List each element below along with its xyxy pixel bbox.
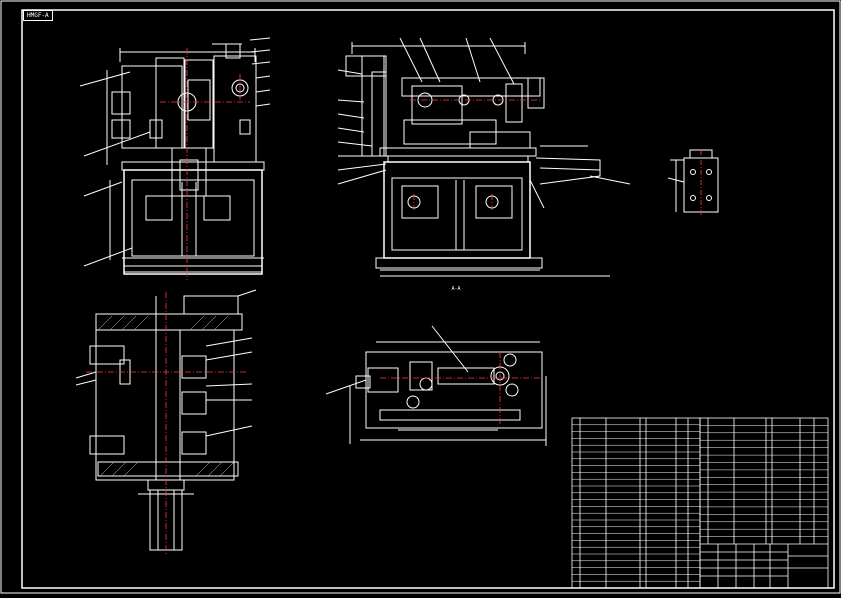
view-side-section [75, 289, 257, 551]
inner-frame [21, 9, 835, 589]
view-section-centerlines [410, 99, 540, 210]
view-section-a-a [337, 37, 631, 277]
drawing-tag: HMGF-A [23, 10, 53, 21]
parts-list [571, 417, 829, 589]
view-side-centerlines [86, 292, 246, 556]
view-front [79, 37, 271, 275]
parts-list-rows-right [700, 425, 828, 537]
view-plan-centerlines [380, 352, 540, 424]
view-side-hatching [97, 315, 235, 477]
parts-list-rows-left [572, 424, 700, 582]
view-plan [325, 325, 547, 446]
view-detail-block [667, 149, 719, 213]
section-a-a-caption: A-A [451, 286, 460, 292]
view-front-centerlines [160, 48, 250, 280]
